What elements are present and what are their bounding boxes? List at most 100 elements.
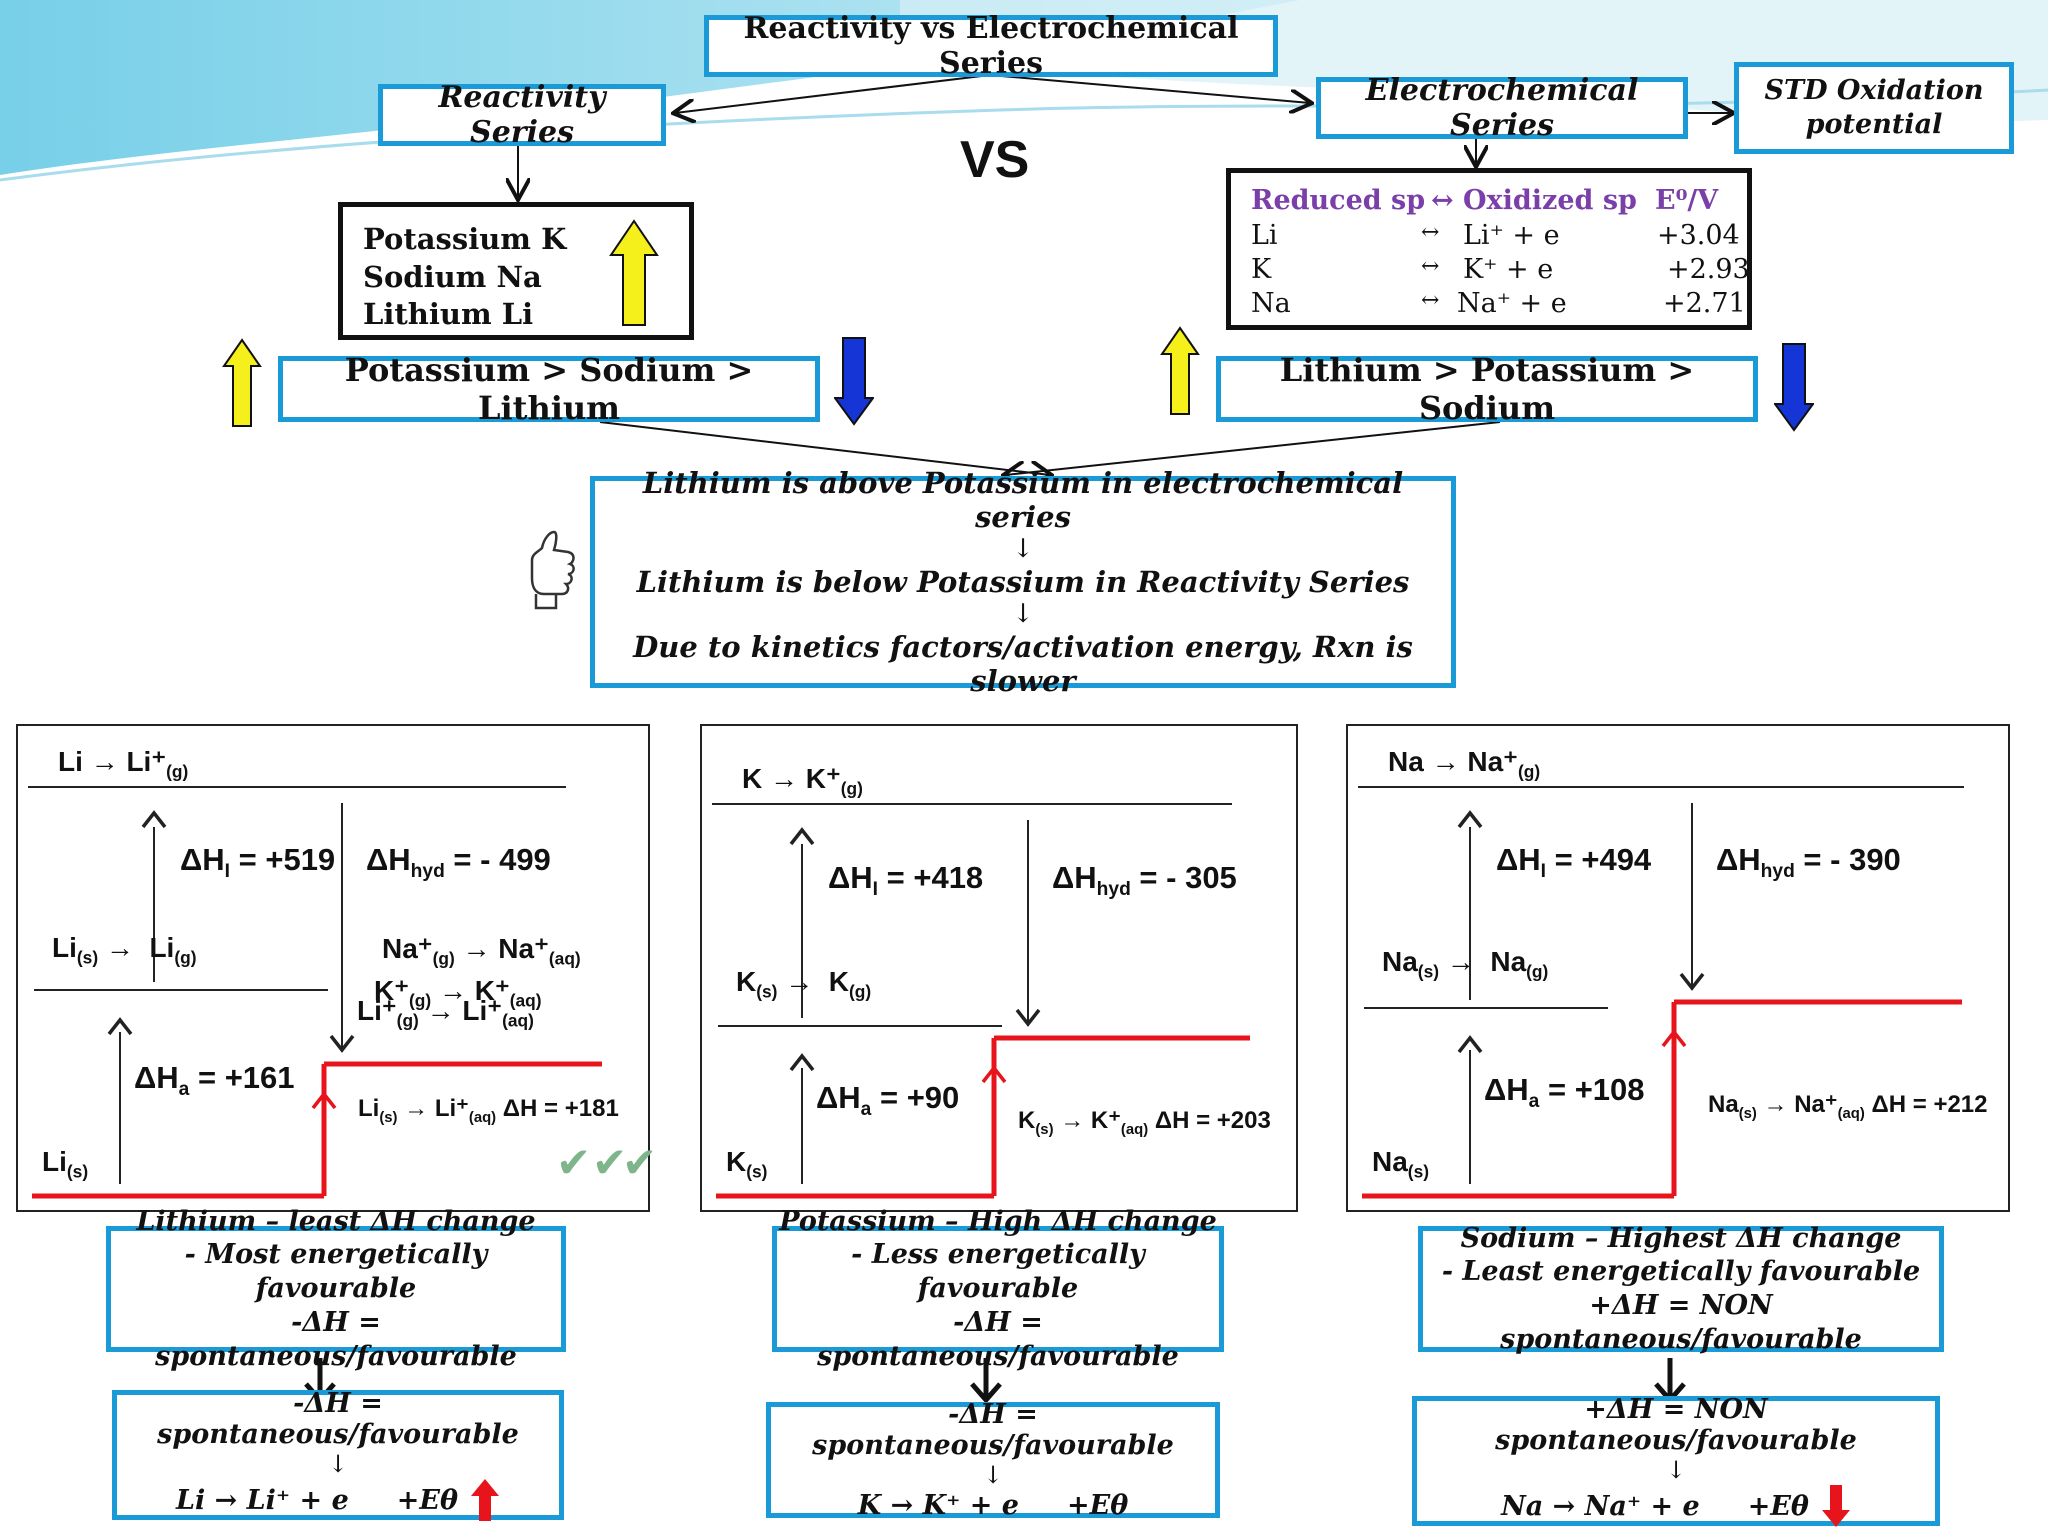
result-arrow: ↓ xyxy=(327,1449,349,1478)
conclusion-arrow-1: ↓ xyxy=(1012,533,1034,564)
atomisation-equation: Na(s) → Na(g) xyxy=(1382,946,1549,982)
hydration-enthalpy: ΔHhyd = - 390 xyxy=(1716,842,1901,883)
result-equation-row: Na → Na⁺ + e +Eθ xyxy=(1501,1484,1851,1528)
list-item: Sodium Na xyxy=(363,259,542,294)
atomisation-arrowhead xyxy=(107,1017,133,1036)
electrochemical-series-label: Electrochemical Series xyxy=(1365,73,1639,143)
vs-label: VS xyxy=(960,131,1030,189)
table-cell: ↔ xyxy=(1421,254,1440,279)
result-box: -ΔH = spontaneous/favourable↓Li → Li⁺ + … xyxy=(112,1387,564,1522)
list-item: Lithium Li xyxy=(363,297,534,332)
result-e-standard: +Eθ xyxy=(1747,1490,1809,1522)
thumbs-up-icon xyxy=(530,530,575,610)
atomisation-enthalpy: ΔHa = +161 xyxy=(134,1060,295,1101)
summary-box: Lithium – least ΔH change- Most energeti… xyxy=(106,1206,566,1372)
summary-box: Potassium – High ΔH change- Less energet… xyxy=(772,1206,1224,1372)
result-line: +ΔH = NON spontaneous/favourable xyxy=(1495,1393,1857,1456)
ionisation-arrowhead xyxy=(141,810,167,829)
result-line: -ΔH = spontaneous/favourable xyxy=(157,1387,519,1450)
conclusion-box: Lithium is above Potassium in electroche… xyxy=(590,466,1456,698)
electrochemical-table: Reduced sp ↔ Oxidized sp E⁰/V Li ↔ Li⁺ +… xyxy=(1226,168,1752,330)
list-item: Potassium K xyxy=(363,222,567,256)
summary-line: +ΔH = NON spontaneous/favourable xyxy=(1500,1290,1862,1355)
table-cell: ↔ xyxy=(1421,288,1440,313)
ionisation-enthalpy: ΔHI = +519 xyxy=(180,842,336,883)
yellow-up-arrow-icon xyxy=(1160,326,1200,415)
hydration-arrowhead xyxy=(1679,972,1705,991)
hydration-equation: Na⁺(g) → Na⁺(aq) xyxy=(382,933,581,969)
table-cell: Na⁺ + e xyxy=(1457,288,1567,319)
result-equation-row: Li → Li⁺ + e +Eθ xyxy=(176,1478,500,1522)
result-box: +ΔH = NON spontaneous/favourable↓Na → Na… xyxy=(1412,1393,1940,1528)
gaseous-ion-equation: K → K⁺(g) xyxy=(742,763,863,799)
atomisation-equation: Li(s) → Li(g) xyxy=(52,932,197,968)
table-header-e: E⁰/V xyxy=(1655,185,1719,216)
reactivity-series-label: Reactivity Series xyxy=(438,80,606,150)
summary-line: - Most energetically favourable xyxy=(184,1239,488,1305)
red-down-arrow-icon xyxy=(1821,1485,1850,1528)
conclusion-line-2: Lithium is below Potassium in Reactivity… xyxy=(636,565,1410,599)
summary-line: Sodium – Highest ΔH change xyxy=(1460,1222,1902,1254)
red-step-arrowhead xyxy=(1661,1029,1687,1048)
blue-down-arrow-icon xyxy=(1774,343,1814,432)
gaseous-ion-equation: Na → Na⁺(g) xyxy=(1388,746,1541,782)
reactivity-series-box: Reactivity Series xyxy=(378,80,666,150)
table-cell: K⁺ + e xyxy=(1463,254,1554,285)
solid-metal-level: K(s) xyxy=(726,1146,768,1182)
table-header-reduced: Reduced sp xyxy=(1251,185,1426,216)
result-e-standard: +Eθ xyxy=(1067,1489,1129,1521)
summary-line: Lithium – least ΔH change xyxy=(136,1205,536,1237)
hydration-enthalpy: ΔHhyd = - 305 xyxy=(1052,860,1237,901)
red-up-arrow-icon xyxy=(470,1479,499,1522)
overall-enthalpy: K(s) → K⁺(aq) ΔH = +203 xyxy=(1018,1107,1271,1138)
result-equation: Li → Li⁺ + e xyxy=(176,1484,349,1516)
result-arrow: ↓ xyxy=(1665,1455,1687,1484)
atomisation-enthalpy: ΔHa = +90 xyxy=(816,1080,960,1121)
atomisation-arrowhead xyxy=(789,1053,815,1072)
hydration-equation: Li⁺(g) → Li⁺(aq) xyxy=(357,995,534,1031)
conclusion-line-1: Lithium is above Potassium in electroche… xyxy=(642,465,1404,534)
summary-box: Sodium – Highest ΔH change- Least energe… xyxy=(1418,1223,1944,1355)
std-oxidation-label: STD Oxidation potential xyxy=(1764,75,1984,140)
summary-line: - Less energetically favourable xyxy=(851,1239,1145,1305)
overall-enthalpy: Na(s) → Na⁺(aq) ΔH = +212 xyxy=(1708,1091,1988,1122)
ionisation-arrowhead xyxy=(789,827,815,846)
reactivity-order-box: Potassium > Sodium > Lithium xyxy=(278,351,820,427)
table-cell: Li xyxy=(1251,220,1278,251)
gaseous-ion-equation: Li → Li⁺(g) xyxy=(58,746,189,782)
table-header-oxidized: ↔ Oxidized sp xyxy=(1431,185,1637,216)
summary-line: Potassium – High ΔH change xyxy=(779,1205,1217,1237)
reactivity-list-box: Potassium K Sodium Na Lithium Li xyxy=(338,202,694,340)
result-equation-row: K → K⁺ + e+Eθ xyxy=(858,1490,1128,1521)
check-mark-icon: ✔ xyxy=(556,1138,592,1187)
energy-cycle-lines xyxy=(1358,786,1964,1199)
hydration-enthalpy: ΔHhyd = - 499 xyxy=(366,842,551,883)
yellow-up-arrow-icon xyxy=(609,219,659,326)
result-e-standard: +Eθ xyxy=(396,1484,458,1516)
conclusion-arrow-2: ↓ xyxy=(1012,599,1034,629)
table-cell: Na xyxy=(1251,288,1291,319)
yellow-up-arrow-icon xyxy=(222,338,262,427)
solid-metal-level: Na(s) xyxy=(1372,1146,1430,1182)
hydration-equation: K⁺(g) → K⁺(aq) xyxy=(374,975,542,1011)
energy-cycle-lines xyxy=(712,803,1250,1199)
red-step-arrowhead xyxy=(981,1065,1007,1084)
ionisation-arrowhead xyxy=(1457,810,1483,829)
result-equation: Na → Na⁺ + e xyxy=(1501,1490,1700,1522)
table-cell: K xyxy=(1251,254,1272,285)
conclusion-line-3: Due to kinetics factors/activation energ… xyxy=(633,630,1413,699)
result-arrow: ↓ xyxy=(982,1461,1004,1490)
hydration-arrowhead xyxy=(1015,1008,1041,1027)
table-cell: Li⁺ + e xyxy=(1463,220,1560,251)
atomisation-arrowhead xyxy=(1457,1035,1483,1054)
summary-line: -ΔH = spontaneous/favourable xyxy=(817,1306,1179,1372)
ionisation-enthalpy: ΔHI = +494 xyxy=(1496,842,1652,883)
std-oxidation-box: STD Oxidation potential xyxy=(1734,62,2014,154)
overall-enthalpy: Li(s) → Li⁺(aq) ΔH = +181 xyxy=(358,1095,619,1126)
blue-down-arrow-icon xyxy=(834,337,874,426)
summary-line: -ΔH = spontaneous/favourable xyxy=(155,1306,517,1372)
table-cell: +2.93 xyxy=(1667,254,1750,285)
